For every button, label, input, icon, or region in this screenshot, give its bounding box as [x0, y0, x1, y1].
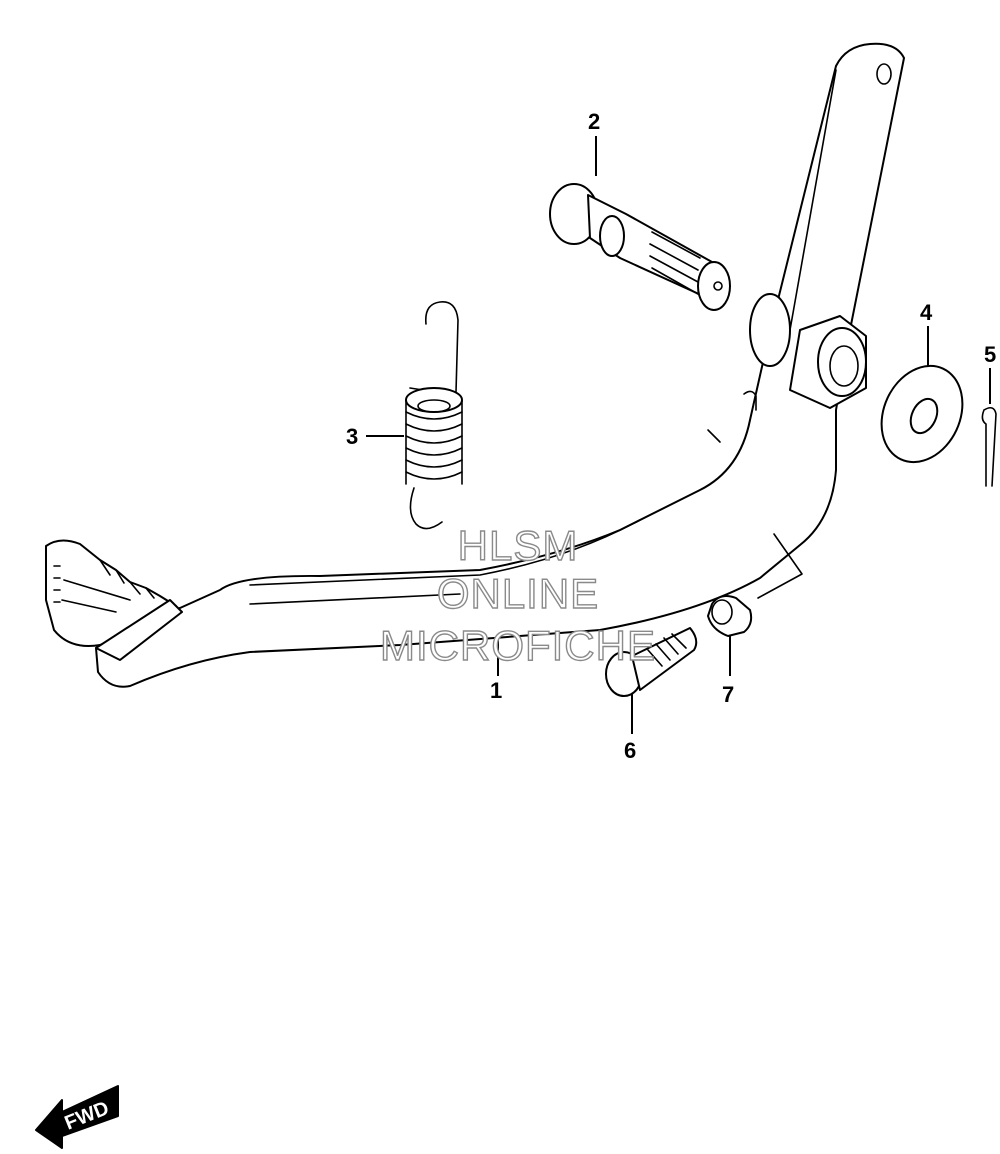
part-6-bolt[interactable]: [605, 627, 698, 697]
part-4-washer[interactable]: [866, 353, 977, 476]
watermark-line-2: ONLINE: [437, 570, 599, 617]
watermark-line-3: MICROFICHE: [380, 622, 656, 669]
callout-2: 2: [588, 109, 600, 134]
part-3-return-spring[interactable]: [405, 301, 463, 530]
fwd-indicator: FWD: [35, 1085, 119, 1149]
callout-6: 6: [624, 738, 636, 763]
forward-arrow-icon: [35, 1085, 119, 1149]
callout-7: 7: [722, 682, 734, 707]
part-7-nut[interactable]: [707, 595, 753, 637]
callout-1: 1: [490, 678, 502, 703]
callout-3: 3: [346, 424, 358, 449]
leader-lines: [366, 136, 991, 734]
part-2-pivot-bolt[interactable]: [549, 183, 731, 311]
callout-4: 4: [920, 300, 933, 325]
part-1-brake-pedal[interactable]: [45, 42, 905, 688]
part-5-cotter-pin[interactable]: [981, 406, 997, 487]
watermark: HLSM ONLINE MICROFICHE: [379, 521, 656, 669]
callout-5: 5: [984, 342, 996, 367]
watermark-line-1: HLSM: [458, 522, 579, 569]
